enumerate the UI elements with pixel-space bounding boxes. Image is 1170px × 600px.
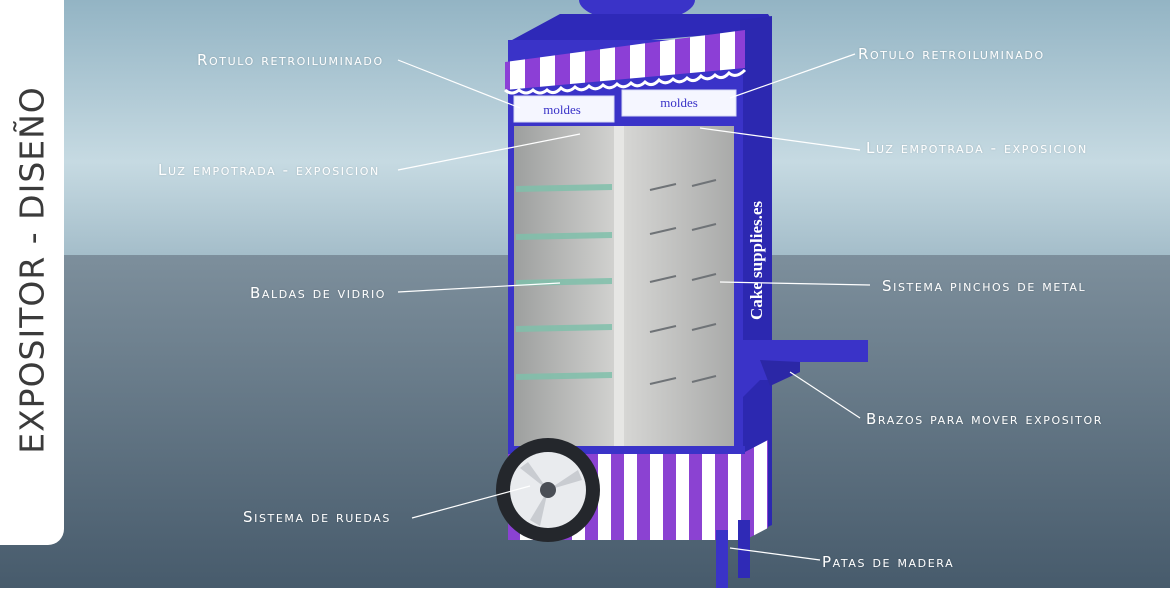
sidebar-title: EXPOSITOR - DISEÑO <box>12 86 52 454</box>
callout-brazos: Brazos para mover expositor <box>866 410 1103 428</box>
callout-luz-right: Luz empotrada - exposicion <box>866 139 1088 157</box>
sign-panel-right <box>621 89 737 117</box>
sign-panel-left-text: moldes <box>543 102 581 117</box>
striped-awning <box>505 30 745 90</box>
leg-left <box>716 530 728 590</box>
callout-ruedas: Sistema de ruedas <box>243 508 392 526</box>
callout-pinchos: Sistema pinchos de metal <box>882 277 1087 295</box>
sidebar: EXPOSITOR - DISEÑO <box>0 0 64 545</box>
glass-shelves <box>516 184 612 380</box>
push-arm <box>740 340 868 400</box>
leg-right <box>738 520 750 578</box>
callout-lines <box>397 53 871 561</box>
footer-band <box>0 588 1170 600</box>
callout-patas: Patas de madera <box>822 553 955 571</box>
callout-rotulo-right: Rotulo retroiluminado <box>858 45 1045 63</box>
cabinet-side-panel <box>740 16 772 540</box>
awning-scallop <box>504 68 747 95</box>
sign-panel-right-text: moldes <box>660 95 698 110</box>
callout-baldas: Baldas de vidrio <box>250 284 387 302</box>
callout-luz-left: Luz empotrada - exposicion <box>158 161 380 179</box>
wheel <box>496 438 600 542</box>
metal-pins <box>649 179 717 385</box>
side-brand-text: Cake supplies.es <box>747 201 766 320</box>
sign-panel-left <box>513 95 615 123</box>
center-divider <box>614 126 624 446</box>
callout-rotulo-left: Rotulo retroiluminado <box>197 51 384 69</box>
